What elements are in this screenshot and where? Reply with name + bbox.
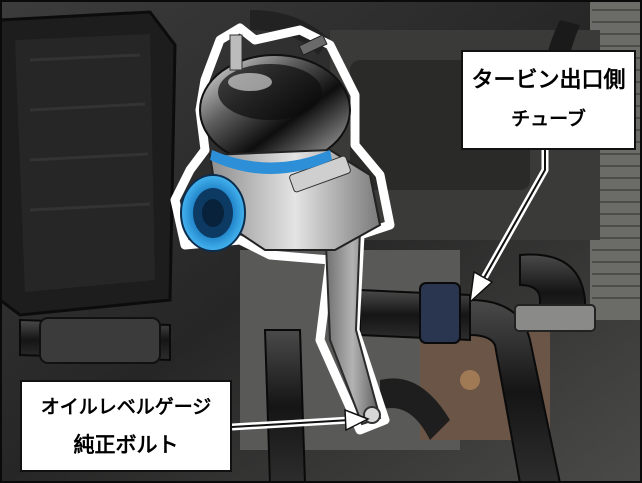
callout-turbine-line2: チューブ xyxy=(511,108,586,130)
callout-oil-level-gauge-bolt: オイルレベルゲージ 純正ボルト xyxy=(20,380,232,472)
callout-bolt-line1: オイルレベルゲージ xyxy=(40,396,212,418)
callout-turbine-line1: タービン出口側 xyxy=(471,68,626,93)
blow-off-valve xyxy=(170,23,395,435)
callout-bolt-line2: 純正ボルト xyxy=(73,433,179,457)
annotation-arrows xyxy=(231,150,549,432)
callout-turbine-outlet-tube: タービン出口側 チューブ xyxy=(461,50,636,150)
air-box xyxy=(0,10,177,317)
